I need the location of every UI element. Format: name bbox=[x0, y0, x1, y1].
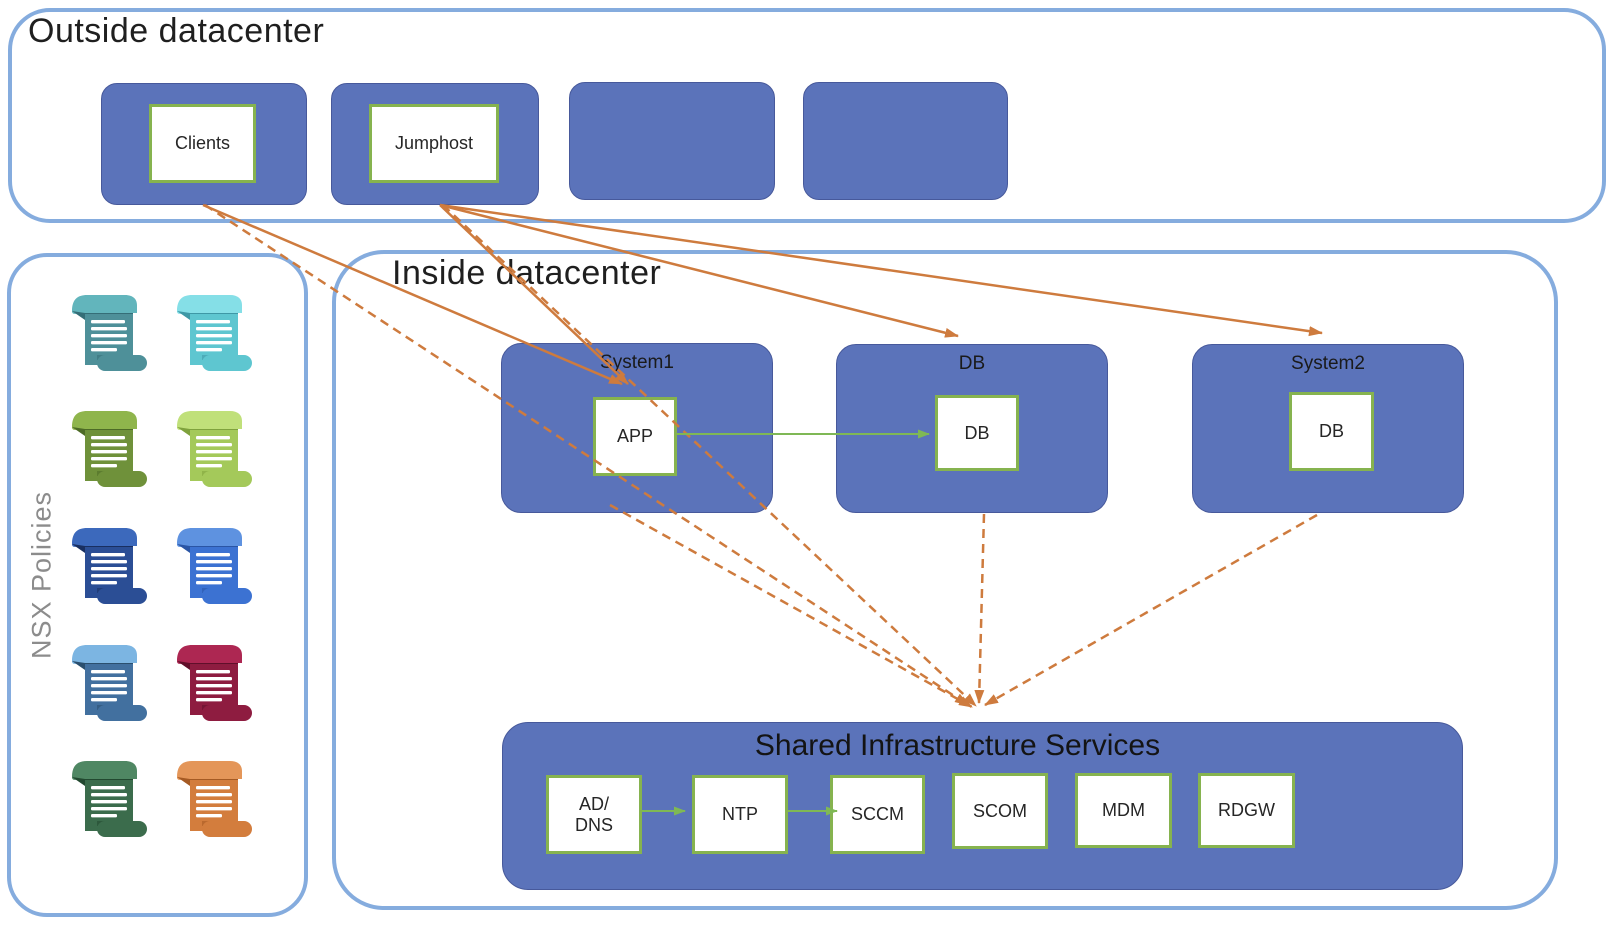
clients-host-box: Clients bbox=[101, 83, 307, 205]
system2-node: System2 DB bbox=[1192, 344, 1464, 513]
clients-label-box: Clients bbox=[149, 104, 256, 183]
system1-node: System1 APP bbox=[501, 343, 773, 513]
jumphost-label: Jumphost bbox=[394, 133, 474, 153]
app-label: APP bbox=[616, 426, 654, 446]
shared-infrastructure-title: Shared Infrastructure Services bbox=[754, 729, 1161, 762]
jumphost-host-box: Jumphost bbox=[331, 83, 539, 205]
empty-host-box-2 bbox=[803, 82, 1008, 200]
policy-scroll-navy bbox=[63, 525, 157, 607]
policy-scroll-maroon bbox=[168, 642, 262, 724]
db-inner-label: DB bbox=[964, 422, 990, 443]
policy-scroll-blue bbox=[168, 525, 262, 607]
policy-scroll-lime bbox=[168, 408, 262, 490]
policy-scroll-steel bbox=[63, 642, 157, 724]
app-box: APP bbox=[593, 397, 677, 476]
system2-label: System2 bbox=[1291, 353, 1365, 374]
empty-host-box-1 bbox=[569, 82, 775, 200]
outside-datacenter-title: Outside datacenter bbox=[28, 12, 325, 50]
clients-label: Clients bbox=[174, 133, 231, 153]
inside-datacenter-title: Inside datacenter bbox=[392, 254, 662, 292]
system2-db-label: DB bbox=[1318, 421, 1344, 441]
nsx-policies-label: NSX Policies bbox=[26, 490, 57, 660]
db-node: DB DB bbox=[836, 344, 1108, 513]
system2-db-box: DB bbox=[1289, 392, 1374, 471]
policy-scroll-orange bbox=[168, 758, 262, 840]
jumphost-label-box: Jumphost bbox=[369, 104, 499, 183]
shared-infrastructure-box: Shared Infrastructure Services AD/ DNS N… bbox=[502, 722, 1463, 890]
policy-scroll-olive bbox=[63, 408, 157, 490]
service-box-scom: SCOM bbox=[952, 773, 1048, 849]
service-box-ad-dns: AD/ DNS bbox=[546, 775, 642, 854]
db-inner-box: DB bbox=[935, 395, 1019, 471]
service-box-ntp: NTP bbox=[692, 775, 788, 854]
policy-scroll-forest bbox=[63, 758, 157, 840]
service-box-rdgw: RDGW bbox=[1198, 773, 1295, 848]
system1-label: System1 bbox=[600, 352, 674, 373]
service-box-sccm: SCCM bbox=[830, 775, 925, 854]
policy-scroll-cyan bbox=[168, 292, 262, 374]
policy-scroll-teal bbox=[63, 292, 157, 374]
db-node-label: DB bbox=[958, 353, 986, 374]
service-box-mdm: MDM bbox=[1075, 773, 1172, 848]
